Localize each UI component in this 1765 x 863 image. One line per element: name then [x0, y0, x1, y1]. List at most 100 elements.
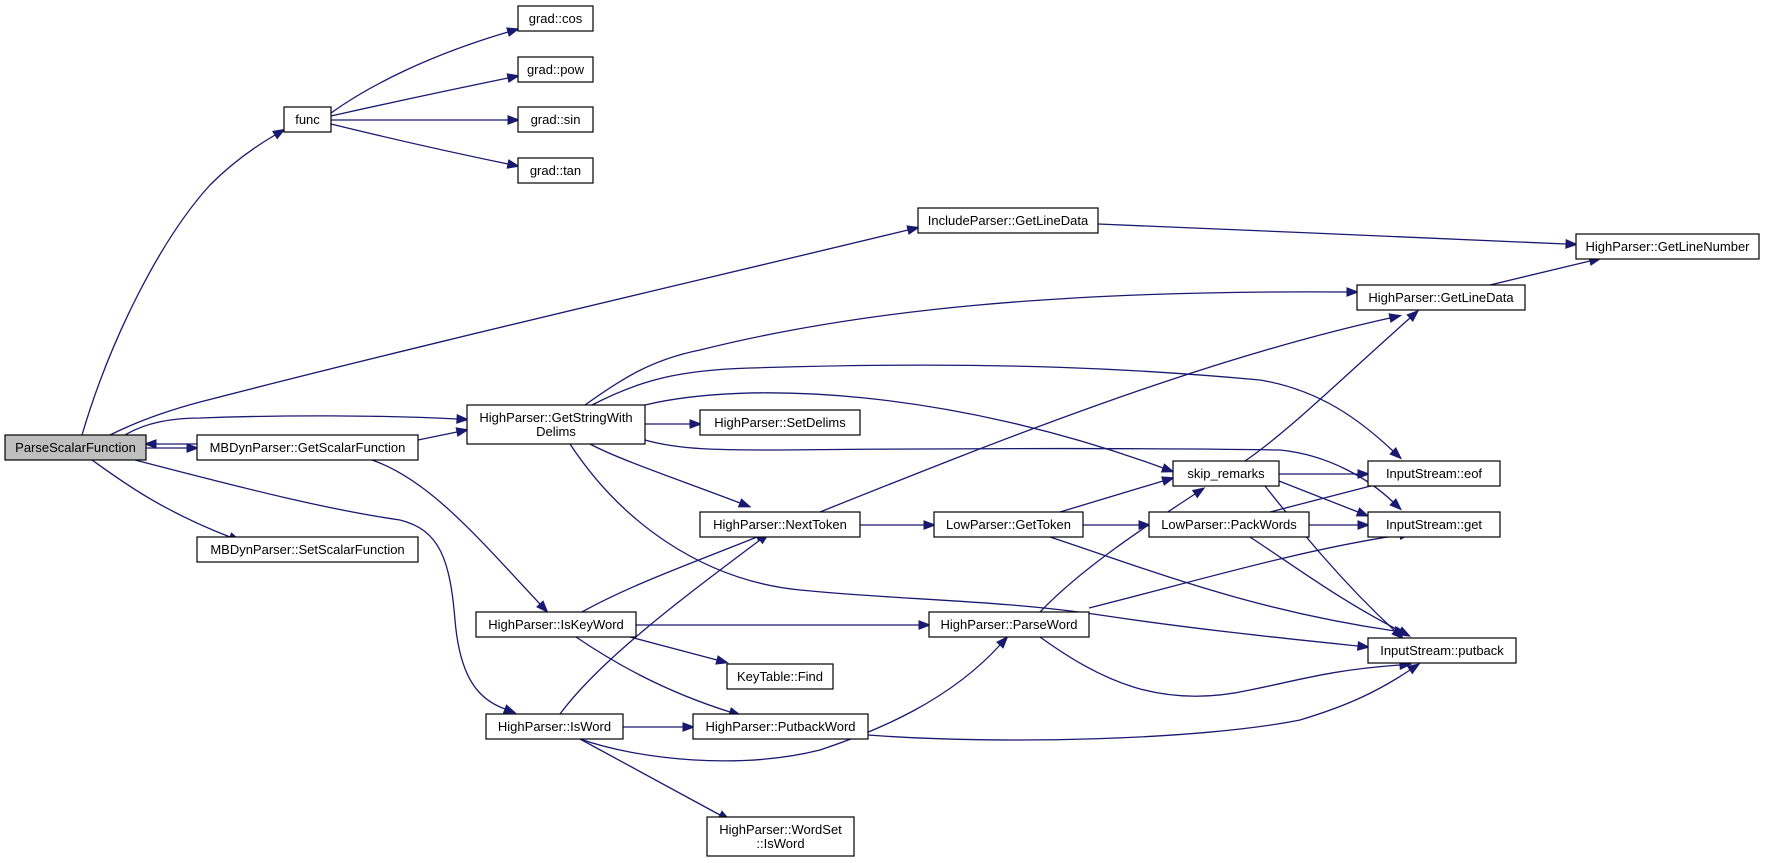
node-iseof[interactable]: InputStream::eof — [1367, 460, 1501, 487]
edge-hpnt-to-hpgld — [819, 313, 1403, 513]
node-label: ::IsWord — [756, 836, 804, 851]
edge-hpiw-to-hppw — [579, 635, 1009, 762]
node-lppw[interactable]: LowParser::PackWords — [1148, 511, 1310, 538]
edge-psf-to-mbssf — [91, 459, 242, 542]
edge-arrowhead — [1388, 313, 1403, 323]
edge-line — [1039, 493, 1196, 613]
edge-arrowhead — [506, 159, 521, 169]
node-gcos[interactable]: grad::cos — [517, 5, 594, 32]
edge-arrowhead — [1160, 463, 1175, 473]
edge-arrowhead — [1356, 641, 1371, 651]
edge-skip-to-isget — [1278, 480, 1370, 517]
edge-func-to-gtan — [330, 123, 521, 169]
node-label: LowParser::PackWords — [1161, 517, 1297, 532]
node-func[interactable]: func — [283, 106, 332, 133]
edge-arrowhead — [737, 498, 752, 508]
node-label: grad::sin — [531, 112, 581, 127]
node-ispb[interactable]: InputStream::putback — [1367, 637, 1517, 664]
node-hpikw[interactable]: HighParser::IsKeyWord — [475, 611, 637, 638]
node-label: LowParser::GetToken — [946, 517, 1071, 532]
node-label: MBDynParser::SetScalarFunction — [210, 542, 404, 557]
edge-lpgt-to-skip — [1059, 476, 1175, 513]
node-box — [1356, 284, 1526, 311]
node-isget[interactable]: InputStream::get — [1367, 511, 1501, 538]
node-box — [517, 106, 594, 133]
node-hpwsiw[interactable]: HighParser::WordSet::IsWord — [706, 816, 855, 857]
edge-arrowhead — [715, 655, 729, 665]
node-box — [928, 611, 1090, 638]
edge-line — [134, 459, 506, 710]
edge-line — [1249, 536, 1401, 632]
node-mbssf[interactable]: MBDynParser::SetScalarFunction — [196, 536, 419, 563]
edge-line — [1059, 480, 1164, 513]
edge-line — [330, 31, 509, 114]
edge-psf-to-mbgsf — [146, 443, 200, 453]
edge-skip-to-iseof — [1279, 469, 1371, 479]
edge-mbgsf-to-hpgswd — [417, 427, 470, 441]
edge-arrowhead — [1161, 476, 1175, 486]
edge-line — [629, 636, 718, 661]
node-box — [933, 511, 1084, 538]
node-box — [1367, 511, 1501, 538]
edge-hpgswd-to-ispb — [569, 443, 1371, 651]
node-hppbw[interactable]: HighParser::PutbackWord — [692, 713, 869, 740]
edge-line — [417, 431, 458, 441]
edge-arrowhead — [1191, 487, 1206, 499]
node-label: InputStream::putback — [1380, 643, 1504, 658]
node-gtan[interactable]: grad::tan — [517, 157, 594, 184]
node-hppw[interactable]: HighParser::ParseWord — [928, 611, 1090, 638]
edge-arrowhead — [996, 635, 1009, 649]
edge-arrowhead — [1357, 520, 1371, 530]
node-label: skip_remarks — [1187, 466, 1265, 481]
edge-hpnt-to-lpgt — [860, 520, 937, 530]
node-label: HighParser::GetLineNumber — [1585, 239, 1750, 254]
node-label: HighParser::GetLineData — [1368, 290, 1514, 305]
edge-arrowhead — [506, 73, 521, 83]
edge-skip-to-hpgld — [1244, 309, 1420, 462]
edge-arrowhead — [689, 419, 703, 429]
edge-hpikw-to-hpnt — [581, 532, 769, 613]
node-label: HighParser::WordSet — [719, 822, 842, 837]
edge-hppbw-to-ispb — [867, 663, 1421, 741]
node-hpnt[interactable]: HighParser::NextToken — [699, 511, 861, 538]
edge-arrowhead — [143, 439, 157, 449]
edge-arrowhead — [918, 620, 932, 630]
edge-hppw-to-skip — [1039, 487, 1206, 613]
edge-arrowhead — [455, 427, 470, 437]
node-hpgln[interactable]: HighParser::GetLineNumber — [1575, 233, 1760, 260]
node-hpgld[interactable]: HighParser::GetLineData — [1356, 284, 1526, 311]
node-box — [283, 106, 332, 133]
node-label: InputStream::eof — [1386, 466, 1482, 481]
node-ipgld[interactable]: IncludeParser::GetLineData — [917, 207, 1099, 234]
edge-line — [644, 439, 1394, 503]
node-gpow[interactable]: grad::pow — [517, 56, 594, 83]
node-box — [517, 157, 594, 184]
node-psf[interactable]: ParseScalarFunction — [4, 434, 147, 461]
node-ktf[interactable]: KeyTable::Find — [726, 663, 834, 690]
node-skip[interactable]: skip_remarks — [1172, 460, 1280, 487]
node-label: IncludeParser::GetLineData — [928, 213, 1089, 228]
node-hpiw[interactable]: HighParser::IsWord — [485, 713, 624, 740]
node-mbgsf[interactable]: MBDynParser::GetScalarFunction — [196, 434, 419, 461]
edge-line — [575, 636, 731, 713]
edge-mbgsf-to-psf — [143, 439, 197, 449]
edge-hpgswd-to-hpgld — [584, 287, 1360, 406]
edge-line — [867, 669, 1411, 741]
edge-line — [819, 317, 1391, 513]
edge-psf-to-ipgld — [109, 225, 921, 436]
node-box — [917, 207, 1099, 234]
edge-line — [589, 443, 741, 504]
node-lpgt[interactable]: LowParser::GetToken — [933, 511, 1084, 538]
node-hpsd[interactable]: HighParser::SetDelims — [699, 409, 861, 436]
node-label: HighParser::IsKeyWord — [488, 617, 624, 632]
edge-arrowhead — [1397, 626, 1412, 637]
node-box — [4, 434, 147, 461]
edge-line — [330, 123, 509, 165]
edge-arrowhead — [1355, 507, 1370, 517]
edge-arrowhead — [906, 225, 921, 235]
node-label: grad::cos — [529, 11, 583, 26]
edge-hpikw-to-ktf — [629, 636, 729, 665]
node-gsin[interactable]: grad::sin — [517, 106, 594, 133]
edge-line — [1088, 534, 1401, 609]
